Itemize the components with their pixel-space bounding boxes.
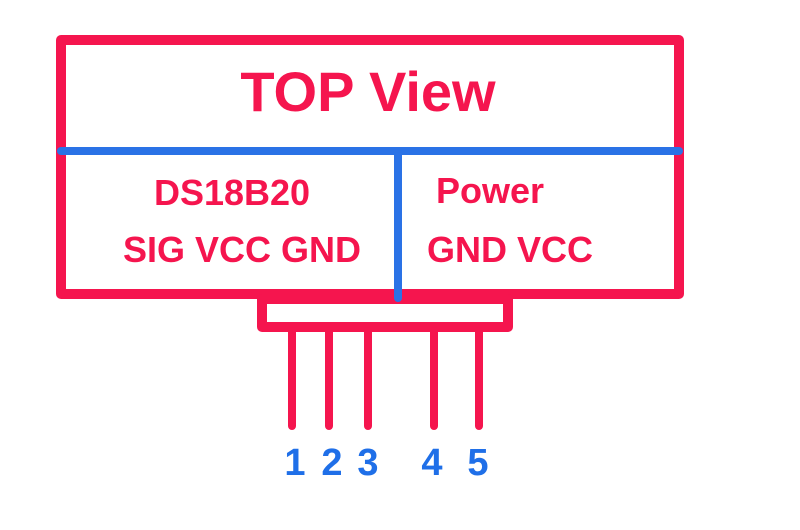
pin-number-5: 5 <box>467 442 488 484</box>
connector-header <box>257 294 513 332</box>
left-section-pins: SIG VCC GND <box>123 229 361 270</box>
diagram-title: TOP View <box>240 60 496 123</box>
right-section-name: Power <box>436 170 544 211</box>
pin-number-1: 1 <box>284 442 305 484</box>
pin-number-2: 2 <box>321 442 342 484</box>
left-section-name: DS18B20 <box>154 172 310 213</box>
pins <box>288 327 483 430</box>
right-section-pins: GND VCC <box>427 229 593 270</box>
pin-number-3: 3 <box>357 442 378 484</box>
pin-number-4: 4 <box>421 442 442 484</box>
